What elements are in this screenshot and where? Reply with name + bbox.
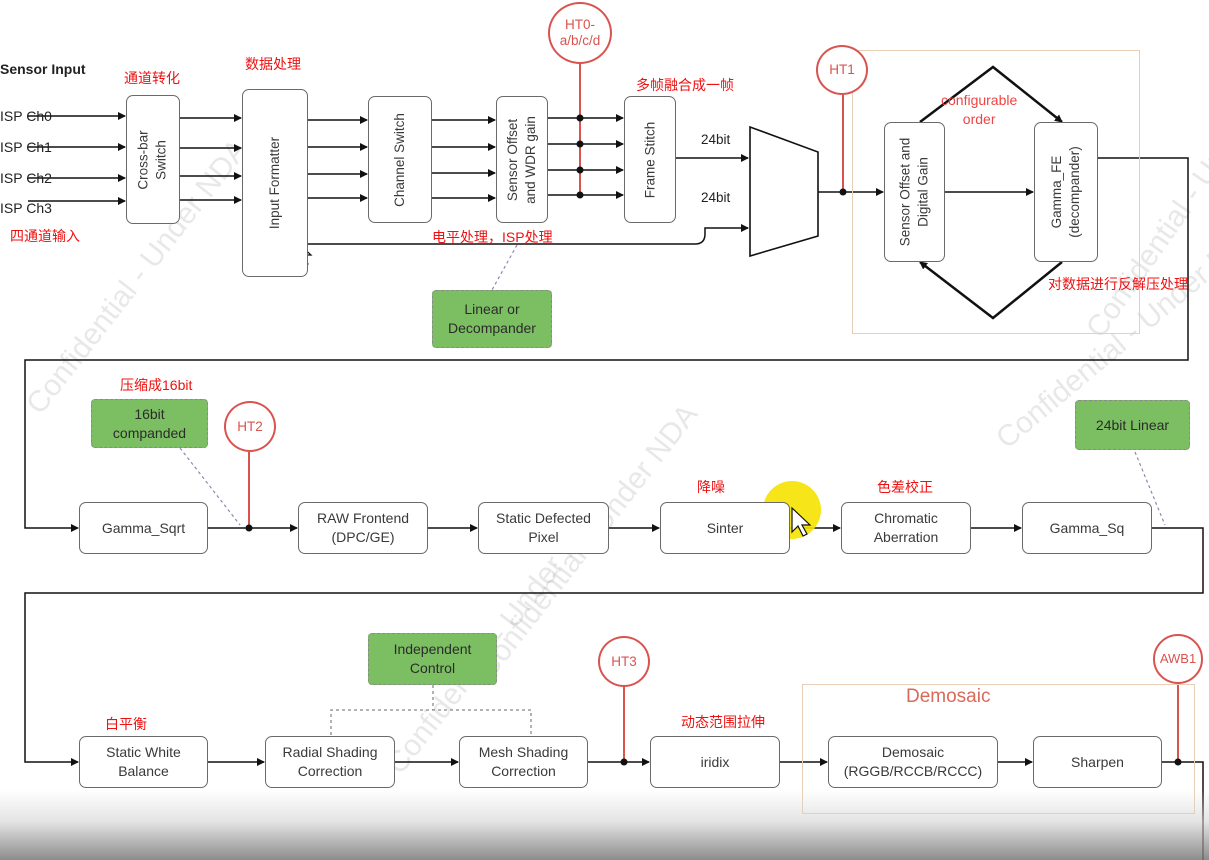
annotation-four-channel: 四通道输入 [10,228,80,244]
annotation-compress-16bit: 压缩成16bit [120,377,193,393]
mesh-shading-block: Mesh Shading Correction [459,736,588,788]
frame-stitch-label: Frame Stitch [642,121,657,198]
annotation-data-processing: 数据处理 [245,56,301,72]
input-formatter-label: Input Formatter [267,136,283,230]
ht1-tap: HT1 [816,45,868,95]
ht2-tap: HT2 [224,401,276,452]
crossbar-switch-label: Cross-bar Switch [136,129,170,190]
bit24-label-a: 24bit [701,132,731,147]
input-label-ch1: ISP Ch1 [0,139,52,155]
ht0-tap: HT0- a/b/c/d [548,2,612,64]
static-defected-pixel-block: Static Defected Pixel [478,502,609,554]
input-label-ch0: ISP Ch0 [0,108,52,124]
awb1-tap: AWB1 [1153,634,1203,684]
configurable-region [852,50,1140,334]
cursor-icon-2 [791,506,812,537]
gamma-fe-label: Gamma_FE (decompander) [1049,146,1083,238]
gamma-fe-block: Gamma_FE (decompander) [1034,122,1098,262]
sinter-block: Sinter [660,502,790,554]
configurable-order-label: configurable order [941,92,1018,127]
channel-switch-label: Channel Switch [392,112,407,207]
sensor-offset-digital-label: Sensor Offset and Digital Gain [897,137,931,247]
frame-stitch-block: Frame Stitch [624,96,676,223]
static-white-balance-block: Static White Balance [79,736,208,788]
companded-16bit-note: 16bit companded [91,399,208,448]
annotation-decompress: 对数据进行反解压处理 [1048,276,1188,292]
input-formatter-block: Input Formatter [242,89,308,277]
gamma-sq-block: Gamma_Sq [1022,502,1152,554]
sharpen-block: Sharpen [1033,736,1162,788]
bit24-label-b: 24bit [701,190,731,205]
sensor-offset-digital-block: Sensor Offset and Digital Gain [884,122,945,262]
chromatic-aberration-block: Chromatic Aberration [841,502,971,554]
demosaic-region-title: Demosaic [906,686,991,707]
annotation-denoise: 降噪 [697,479,725,495]
annotation-multi-frame: 多帧融合成一帧 [636,77,734,93]
annotation-white-balance: 白平衡 [105,716,147,732]
crossbar-switch-block: Cross-bar Switch [126,95,180,224]
channel-switch-block: Channel Switch [368,96,432,223]
linear-decompander-note: Linear or Decompander [432,290,552,348]
iridix-block: iridix [650,736,780,788]
annotation-chromatic: 色差校正 [877,479,933,495]
mux-shape [749,125,819,258]
sensor-offset-wdr-block: Sensor Offset and WDR gain [496,96,548,223]
ht3-tap: HT3 [598,636,650,687]
linear-24bit-note: 24bit Linear [1075,400,1190,450]
annotation-level-isp: 电平处理，ISP处理 [432,229,553,245]
sensor-offset-wdr-label: Sensor Offset and WDR gain [505,115,539,204]
sensor-input-title: Sensor Input [0,61,86,77]
annotation-dynamic-range: 动态范围拉伸 [681,714,765,730]
gamma-sqrt-block: Gamma_Sqrt [79,502,208,554]
raw-frontend-block: RAW Frontend (DPC/GE) [298,502,428,554]
annotation-channel-convert: 通道转化 [124,70,180,86]
input-label-ch2: ISP Ch2 [0,170,52,186]
radial-shading-block: Radial Shading Correction [265,736,395,788]
demosaic-block: Demosaic (RGGB/RCCB/RCCC) [828,736,998,788]
input-label-ch3: ISP Ch3 [0,200,52,216]
independent-control-note: Independent Control [368,633,497,685]
